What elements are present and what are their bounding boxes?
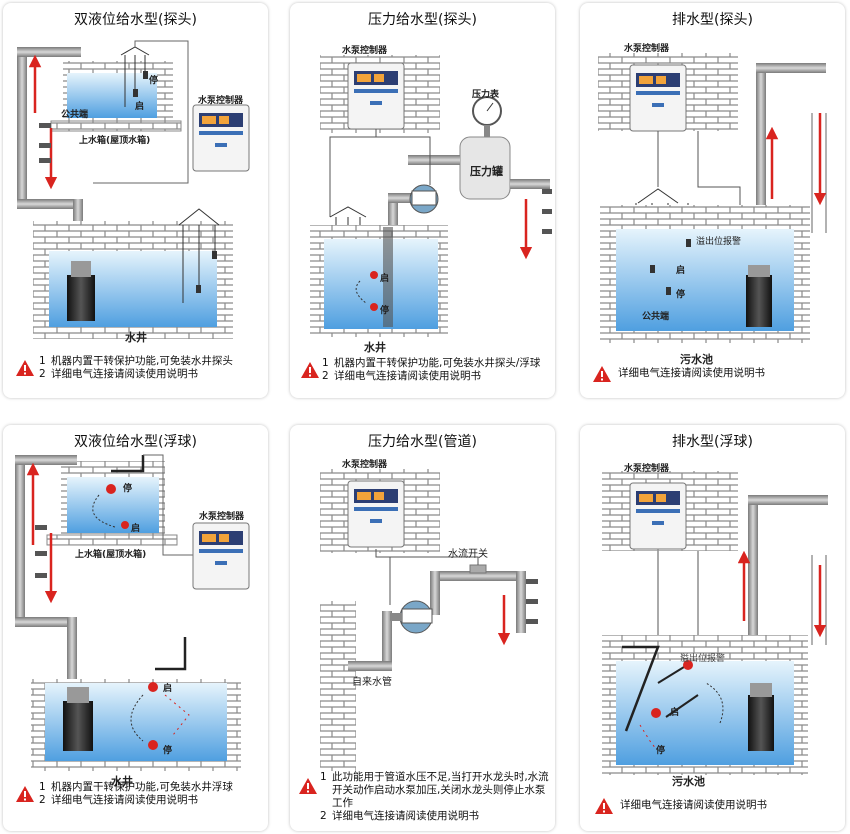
label-start: 启 <box>163 684 173 694</box>
warning-icon <box>299 778 317 794</box>
label-pool: 污水池 <box>680 353 713 366</box>
panel-title: 双液位给水型(探头) <box>74 12 197 28</box>
notes: 详细电气连接请阅读使用说明书 <box>620 799 830 812</box>
label-controller: 水泵控制器 <box>624 464 670 474</box>
panel-title: 排水型(探头) <box>672 12 753 28</box>
panel-title: 压力给水型(管道) <box>368 434 477 450</box>
panel-title: 压力给水型(探头) <box>368 12 477 28</box>
panel-title: 双液位给水型(浮球) <box>74 434 197 450</box>
warning-icon <box>16 786 34 802</box>
label-gauge: 压力表 <box>472 90 500 100</box>
label-overflow: 溢出位报警 <box>696 237 742 247</box>
label-tap-pipe: 自来水管 <box>352 677 392 688</box>
label-controller: 水泵控制器 <box>342 46 388 56</box>
diagram-dual-level-float <box>15 454 250 771</box>
diagram-pressure-probe <box>310 55 552 337</box>
label-tank: 上水箱(屋顶水箱) <box>79 136 151 146</box>
label-controller: 水泵控制器 <box>198 96 244 106</box>
warning-icon <box>16 360 34 376</box>
label-start: 启 <box>670 708 680 718</box>
panel-dual-level-probe: 双液位给水型(探头) <box>3 3 268 398</box>
label-overflow: 溢出位报警 <box>680 654 726 664</box>
diagram-drainage-float <box>602 471 828 775</box>
label-pressure-tank: 压力罐 <box>470 165 503 178</box>
note-item: 详细电气连接请阅读使用说明书 <box>620 799 767 811</box>
panel-drainage-probe: 排水型(探头) 水泵控制器 溢出位报警 启 停 公共端 污水池 详细电气连接请阅… <box>580 3 845 398</box>
panel-pressure-probe: 压力给水型(探头) 水泵控制器 压力表 <box>290 3 555 398</box>
label-start-upper: 启 <box>131 524 141 534</box>
label-tank: 上水箱(屋顶水箱) <box>75 550 147 560</box>
label-flow-switch: 水流开关 <box>448 549 488 560</box>
label-well: 水井 <box>125 331 147 344</box>
label-well: 水井 <box>364 341 386 354</box>
label-stop: 停 <box>149 76 159 86</box>
warning-icon <box>301 362 319 378</box>
warning-icon <box>595 798 613 814</box>
label-well: 水井 <box>111 775 133 788</box>
note-item: 详细电气连接请阅读使用说明书 <box>618 367 765 379</box>
label-stop-lower: 停 <box>163 746 173 756</box>
panel-title: 排水型(浮球) <box>672 434 753 450</box>
label-stop: 停 <box>123 484 133 494</box>
label-pool: 污水池 <box>672 775 705 788</box>
diagram-dual-level-probe <box>17 40 250 339</box>
diagram-pressure-pipe <box>320 469 538 771</box>
notes: 详细电气连接请阅读使用说明书 <box>618 367 828 380</box>
label-stop: 停 <box>380 306 390 316</box>
panel-drainage-float: 排水型(浮球) 水泵控制器 溢出位报警 启 停 污水池 详细电气连接请阅读使用说… <box>580 425 845 831</box>
label-common: 公共端 <box>642 312 670 322</box>
diagram-drainage-probe <box>598 53 827 343</box>
label-start: 启 <box>380 274 390 284</box>
label-controller: 水泵控制器 <box>624 44 670 54</box>
label-start: 启 <box>135 102 145 112</box>
warning-icon <box>593 366 611 382</box>
label-stop: 停 <box>676 290 686 300</box>
panel-dual-level-float: 双液位给水型(浮球) 停 启 上水箱(屋顶水箱) 水泵控制器 启 停 水井 <box>3 425 268 831</box>
label-start: 启 <box>676 266 686 276</box>
label-controller: 水泵控制器 <box>199 512 245 522</box>
label-stop: 停 <box>656 746 666 756</box>
label-common: 公共端 <box>61 110 89 120</box>
label-controller: 水泵控制器 <box>342 460 388 470</box>
